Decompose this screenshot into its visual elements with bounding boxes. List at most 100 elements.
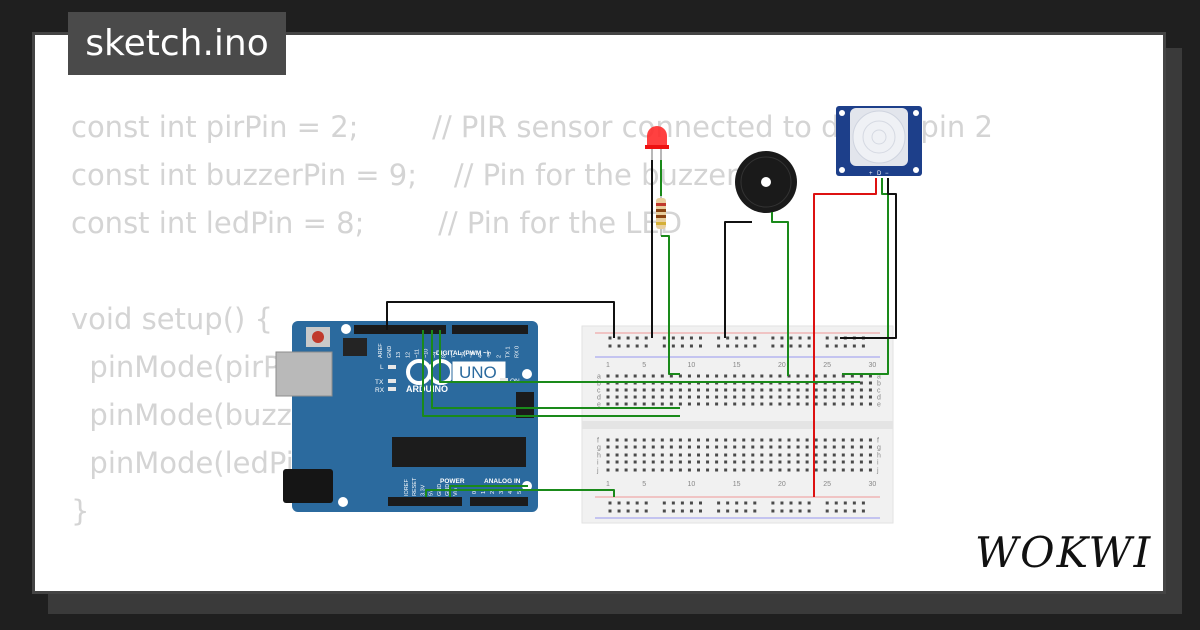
breadboard-hole: [678, 445, 682, 449]
breadboard-hole: [850, 402, 854, 406]
power-rail-hole: [726, 336, 730, 340]
breadboard-hole: [697, 388, 700, 392]
breadboard-hole: [642, 445, 646, 449]
header-pin-label: 3: [499, 491, 505, 494]
pir-pin-gnd: −: [885, 171, 889, 177]
breadboard-hole: [814, 374, 818, 378]
power-rail-hole: [735, 509, 739, 513]
breadboard-hole: [660, 374, 664, 378]
breadboard-hole: [687, 395, 691, 399]
breadboard-hole: [642, 374, 646, 378]
power-rail-hole: [644, 501, 648, 505]
code-line: void loop() {: [71, 583, 993, 591]
breadboard-row-letter: h: [877, 453, 881, 460]
breadboard-hole: [615, 445, 619, 449]
breadboard-hole: [624, 453, 628, 457]
breadboard-hole: [760, 438, 764, 442]
power-rail-hole: [834, 501, 838, 505]
breadboard-hole: [706, 395, 710, 399]
breadboard-hole: [841, 445, 845, 449]
breadboard-hole: [832, 402, 836, 406]
breadboard-hole: [859, 468, 863, 472]
breadboard-column-number: 5: [642, 481, 646, 488]
digital-header-label: DIGITAL (PWM ~): [436, 350, 489, 357]
breadboard-hole: [724, 460, 728, 464]
breadboard-hole: [760, 388, 764, 392]
breadboard-hole: [733, 395, 737, 399]
breadboard-hole: [624, 388, 628, 392]
breadboard-hole: [787, 453, 791, 457]
l-led-label: L: [380, 364, 384, 371]
breadboard-hole: [615, 438, 619, 442]
breadboard-hole: [742, 468, 746, 472]
breadboard-hole: [868, 388, 872, 392]
breadboard-hole: [841, 402, 845, 406]
power-rail-hole: [617, 344, 621, 348]
power-rail-hole: [635, 336, 639, 340]
breadboard-hole: [832, 468, 836, 472]
file-name-tab: sketch.ino: [68, 12, 286, 75]
breadboard-hole: [606, 460, 610, 464]
breadboard-hole: [624, 374, 628, 378]
power-rail-hole: [726, 501, 730, 505]
breadboard-hole: [769, 445, 773, 449]
breadboard-column-number: 30: [868, 481, 876, 488]
header-pin-label: 13: [396, 352, 402, 358]
breadboard-hole: [615, 460, 619, 464]
breadboard-hole: [678, 374, 682, 378]
wire-pir-gnd: [840, 178, 897, 339]
breadboard-hole: [624, 438, 628, 442]
reset-button[interactable]: [312, 331, 324, 343]
power-rail-hole: [689, 509, 693, 513]
breadboard-hole: [868, 438, 872, 442]
breadboard-row-letter: f: [877, 438, 879, 445]
header-pin-label: 2: [490, 491, 496, 494]
wire-pir-vcc: [813, 178, 877, 497]
breadboard-hole: [832, 388, 836, 392]
header-pin-label: ~6: [460, 352, 466, 358]
power-rail-hole: [671, 336, 675, 340]
breadboard-hole: [805, 460, 809, 464]
breadboard-hole: [850, 374, 854, 378]
breadboard-hole: [742, 402, 746, 406]
code-line: const int buzzerPin = 9; // Pin for the …: [71, 158, 739, 192]
header-pin-label: 12: [405, 352, 411, 358]
breadboard-hole: [660, 445, 664, 449]
breadboard-hole: [778, 374, 782, 378]
power-rail-hole: [662, 344, 666, 348]
power-rail-hole: [834, 344, 838, 348]
power-rail-hole: [780, 336, 784, 340]
breadboard-hole: [796, 374, 800, 378]
breadboard-hole: [733, 453, 737, 457]
breadboard-hole: [660, 438, 664, 442]
breadboard-column-number: 1: [606, 481, 610, 488]
header-pin-label: 5V: [429, 489, 435, 496]
power-rail-hole: [780, 344, 784, 348]
power-rail-hole: [735, 344, 739, 348]
header-pin-label: ~3: [487, 352, 493, 358]
breadboard-hole: [814, 388, 818, 392]
power-rail-hole: [789, 509, 793, 513]
breadboard-hole: [733, 460, 737, 464]
breadboard-column-number: 5: [642, 362, 646, 369]
power-rail-hole: [843, 501, 847, 505]
board-brand: ARDUINO: [406, 384, 448, 394]
breadboard-hole: [687, 438, 691, 442]
breadboard-hole: [724, 395, 728, 399]
power-rail-hole: [852, 344, 856, 348]
breadboard-hole: [805, 453, 809, 457]
breadboard-hole: [778, 460, 782, 464]
breadboard-row-letter: a: [877, 374, 881, 381]
breadboard-hole: [724, 445, 728, 449]
breadboard-hole: [633, 395, 637, 399]
breadboard-hole: [651, 438, 655, 442]
power-rail-hole: [626, 336, 630, 340]
breadboard-hole: [633, 402, 637, 406]
power-rail-hole: [834, 509, 838, 513]
breadboard-hole: [733, 445, 737, 449]
breadboard-hole: [841, 468, 845, 472]
breadboard-hole: [823, 395, 827, 399]
power-rail-hole: [852, 509, 856, 513]
microcontroller-chip: [392, 437, 526, 467]
